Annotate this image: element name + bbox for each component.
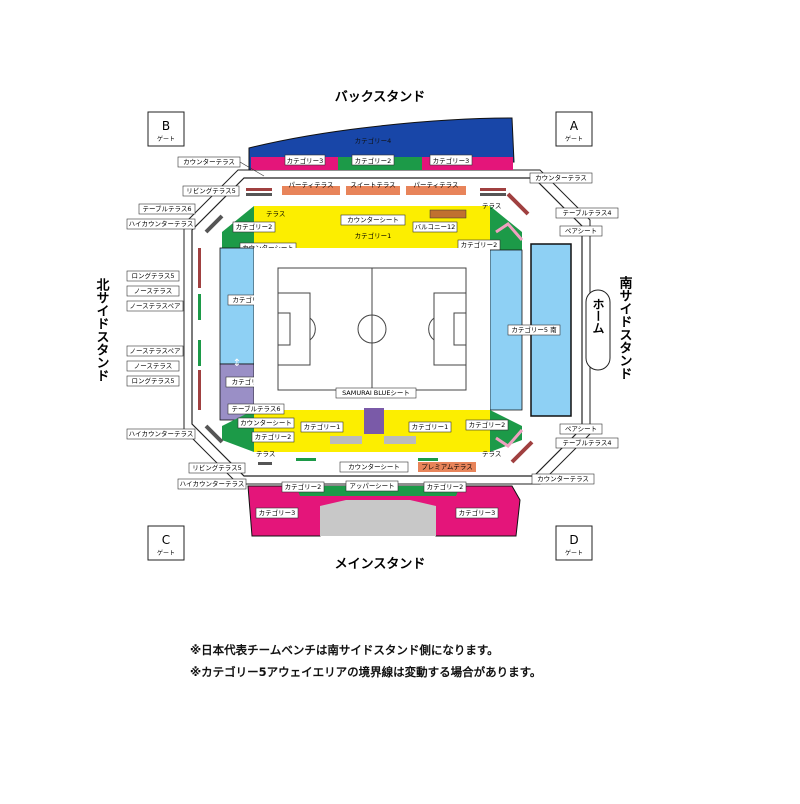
back-category3-left-label: カテゴリー3 bbox=[287, 156, 324, 165]
main-stand-title: メインスタンド bbox=[335, 557, 426, 572]
back-category2-left-label: カテゴリー2 bbox=[236, 222, 273, 231]
main-category1-right-label: カテゴリー1 bbox=[412, 422, 449, 431]
gate-a-caption: ゲート bbox=[565, 135, 583, 143]
samurai-blue-label: SAMURAI BLUEシート bbox=[342, 389, 410, 397]
gate-d-caption: ゲート bbox=[565, 549, 583, 557]
counter-terrace-se-label: カウンターテラス bbox=[537, 474, 589, 483]
note-bench: ※日本代表チームベンチは南サイドスタンド側になります。 bbox=[190, 643, 499, 657]
upper-seat-label: アッパーシート bbox=[349, 482, 394, 490]
gate-a: A ゲート bbox=[555, 111, 593, 147]
party-terrace-left bbox=[282, 186, 340, 195]
table-terrace6-nw-label: テーブルテラス6 bbox=[142, 204, 191, 213]
main-category2-upper-right-label: カテゴリー2 bbox=[427, 482, 464, 491]
high-counter-terrace-nw-label: ハイカウンターテラス bbox=[129, 219, 194, 228]
back-stand-title: バックスタンド bbox=[335, 90, 426, 105]
main-category3-right-label: カテゴリー3 bbox=[459, 508, 496, 517]
living-terrace5-nw-label: リビングテラス5 bbox=[186, 186, 236, 195]
south-stand-title: 南サイドスタンド bbox=[617, 275, 633, 380]
suite-terrace-label: スイートテラス bbox=[350, 181, 395, 189]
home-badge bbox=[585, 289, 611, 371]
party-terrace-right-label: パーティテラス bbox=[414, 181, 459, 189]
party-terrace-right bbox=[406, 186, 466, 195]
gate-c-caption: ゲート bbox=[157, 549, 175, 557]
north-terrace-pair-bottom-label: ノーステラスペア bbox=[129, 347, 181, 355]
terrace-label-sw: テラス bbox=[256, 450, 275, 458]
gate-b-caption: ゲート bbox=[157, 135, 175, 143]
back-category2-label: カテゴリー2 bbox=[355, 156, 392, 165]
note-away-boundary: ※カテゴリー5アウェイエリアの境界線は変動する場合があります。 bbox=[190, 665, 542, 679]
north-stand-title: 北サイドスタンド bbox=[94, 278, 110, 382]
main-category1-left-label: カテゴリー1 bbox=[304, 422, 341, 431]
north-terrace-bottom-label: ノーステラス bbox=[134, 362, 173, 370]
main-category3-left-label: カテゴリー3 bbox=[259, 508, 296, 517]
right-callouts: カウンターテラス テーブルテラス4 ペアシート ペアシート テーブルテラス4 カ… bbox=[529, 172, 619, 485]
high-counter-terrace-bottom-label: ハイカウンターテラス bbox=[180, 479, 245, 488]
pair-seat-se-label: ペアシート bbox=[565, 425, 597, 433]
back-counter-seat-label: カウンターシート bbox=[347, 215, 399, 224]
south-category5-label: カテゴリー5 南 bbox=[511, 325, 557, 334]
back-category3-right-label: カテゴリー3 bbox=[433, 156, 470, 165]
terrace-label-se: テラス bbox=[482, 450, 501, 458]
samurai-blue-block bbox=[364, 408, 384, 434]
gate-a-letter: A bbox=[570, 119, 579, 133]
north-terrace-pair-top-label: ノーステラスペア bbox=[129, 302, 181, 310]
gate-b: B ゲート bbox=[147, 111, 185, 147]
counter-terrace-nw-label: カウンターテラス bbox=[183, 157, 235, 166]
back-category4-label: カテゴリー4 bbox=[355, 136, 392, 145]
pair-seat-ne-label: ペアシート bbox=[565, 227, 597, 235]
home-label: ホーム bbox=[591, 298, 605, 334]
back-category2-right-label: カテゴリー2 bbox=[461, 240, 498, 249]
gate-b-letter: B bbox=[162, 119, 170, 133]
suite-terrace bbox=[346, 186, 400, 195]
gate-d-letter: D bbox=[569, 533, 578, 547]
counter-terrace-ne-label: カウンターテラス bbox=[535, 173, 587, 182]
premium-terrace-label: プレミアムテラス bbox=[421, 463, 472, 471]
away-boundary-arrow-icon: ↕ bbox=[233, 358, 241, 369]
main-gray-block bbox=[320, 500, 436, 536]
north-category5-block bbox=[219, 247, 255, 365]
long-terrace5-top-label: ロングテラス5 bbox=[131, 271, 174, 280]
gate-c: C ゲート bbox=[147, 525, 185, 561]
table-terrace6-inner-label: テーブルテラス6 bbox=[231, 404, 280, 413]
back-category2-right bbox=[490, 206, 522, 250]
living-terrace5-sw-label: リビングテラス5 bbox=[192, 463, 242, 472]
table-terrace4-ne-label: テーブルテラス4 bbox=[562, 208, 611, 217]
balcony12-label: バルコニー12 bbox=[415, 223, 456, 231]
table-terrace4-se-label: テーブルテラス4 bbox=[562, 438, 611, 447]
main-category2-right-label: カテゴリー2 bbox=[469, 420, 506, 429]
gate-d: D ゲート bbox=[555, 525, 593, 561]
back-category1-label: カテゴリー1 bbox=[355, 231, 392, 240]
main-category2-left-label: カテゴリー2 bbox=[255, 432, 292, 441]
high-counter-terrace-sw-label: ハイカウンターテラス bbox=[129, 429, 194, 438]
terrace-label-ne: テラス bbox=[482, 202, 501, 210]
main-category2-upper-left-label: カテゴリー2 bbox=[285, 482, 322, 491]
left-callouts: カウンターテラス リビングテラス5 テーブルテラス6 ハイカウンターテラス ロン… bbox=[126, 156, 265, 490]
main-left-counter-seat-label: カウンターシート bbox=[240, 418, 292, 427]
terrace-label-nw: テラス bbox=[266, 210, 285, 218]
back-left-counter-seat-label: カウンターシート bbox=[242, 243, 294, 252]
north-terrace-top-label: ノーステラス bbox=[134, 287, 173, 295]
main-counter-seat-label: カウンターシート bbox=[348, 462, 400, 471]
gate-c-letter: C bbox=[162, 533, 170, 547]
long-terrace5-bottom-label: ロングテラス5 bbox=[131, 376, 174, 385]
party-terrace-left-label: パーティテラス bbox=[289, 181, 334, 189]
